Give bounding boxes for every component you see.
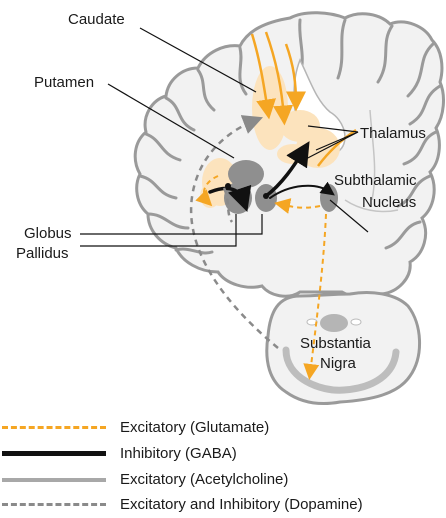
legend-swatch-glutamate: [2, 426, 106, 429]
legend-swatch-acetylcholine: [2, 478, 106, 482]
thalamus-label: Thalamus: [360, 125, 426, 142]
legend-label-gaba: Inhibitory (GABA): [120, 445, 237, 463]
legend-swatch-gaba: [2, 451, 106, 456]
globus-pallidus-label-line2: Pallidus: [16, 245, 69, 262]
legend-label-acetylcholine: Excitatory (Acetylcholine): [120, 471, 288, 489]
substantia-nigra-label-line1: Substantia: [300, 335, 372, 352]
legend-label-glutamate: Excitatory (Glutamate): [120, 419, 269, 437]
putamen-label: Putamen: [34, 74, 94, 91]
subthalamic-nucleus-label-line1: Subthalamic: [334, 172, 417, 189]
caudate-label: Caudate: [68, 11, 125, 28]
globus-pallidus-label-line1: Globus: [24, 225, 72, 242]
legend-swatch-dopamine: [2, 503, 106, 506]
substantia-nigra-label-line2: Nigra: [320, 355, 357, 372]
subthalamic-nucleus-label-line2: Nucleus: [362, 194, 416, 211]
legend-label-dopamine: Excitatory and Inhibitory (Dopamine): [120, 496, 363, 514]
